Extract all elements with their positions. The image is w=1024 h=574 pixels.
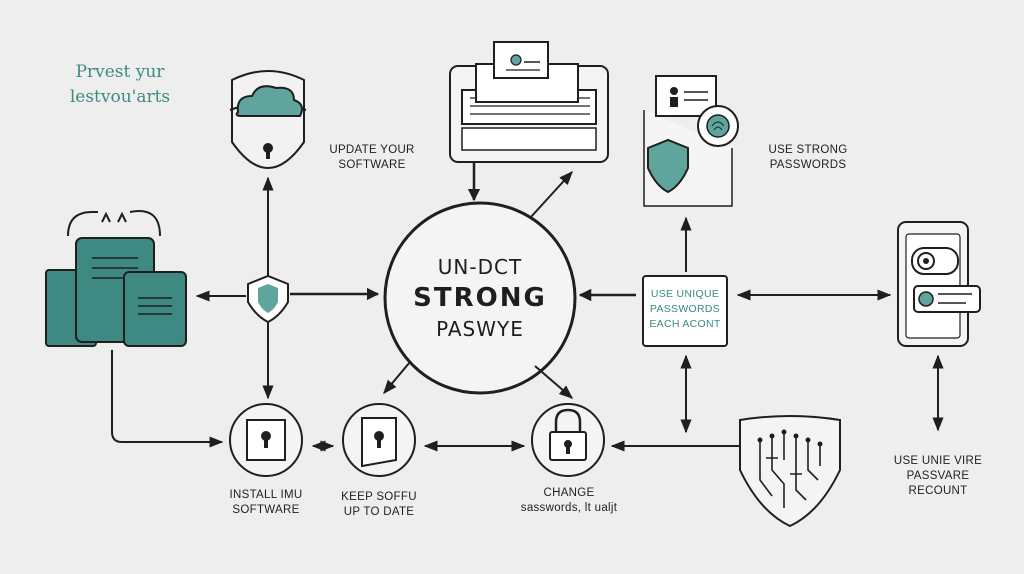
label-update-line-1: UPDATE YOUR	[329, 144, 415, 156]
circuit-shield-icon	[739, 415, 841, 528]
label-unique-line-1: USE UNIQUE	[650, 288, 720, 300]
hub-line-2: STRONG	[413, 283, 547, 313]
label-strong-line-1: USE STRONG	[768, 144, 848, 156]
hub-label: UN-DCT STRONG PASWYE	[385, 213, 575, 341]
label-change-line-2: sasswords, lt ualjt	[520, 502, 618, 514]
label-update-line-2: SOFTWARE	[338, 159, 406, 171]
label-unie-line-3: RECOUNT	[908, 485, 968, 497]
cloud-padlock-icon	[229, 70, 307, 170]
label-change-line-1: CHANGE	[543, 487, 595, 499]
label-update-software: UPDATE YOUR SOFTWARE	[312, 143, 432, 173]
unique-passwords-box	[642, 275, 728, 347]
keyhole-shield-circle-icon	[342, 403, 416, 477]
shield-icon	[247, 274, 289, 324]
hub-circle	[383, 201, 577, 395]
label-strong-line-2: PASSWORDS	[769, 159, 847, 171]
diagram-title: Prvest yur lestvou'arts	[40, 60, 200, 110]
label-install-line-2: SOFTWARE	[232, 504, 300, 516]
profile-shield-fingerprint-icon	[643, 75, 739, 207]
hub-line-3: PASWYE	[436, 317, 524, 341]
label-unique-line-3: EACH ACONT	[649, 318, 721, 330]
label-install-software: INSTALL IMU SOFTWARE	[206, 488, 326, 518]
keyhole-circle-icon	[229, 403, 303, 477]
label-unie-line-2: PASSVARE	[906, 470, 970, 482]
label-strong-passwords: USE STRONG PASSWORDS	[748, 143, 868, 173]
title-line-2: lestvou'arts	[69, 87, 171, 107]
connector-hub-to-profile	[529, 170, 573, 219]
phone-biometric-icon	[897, 221, 981, 347]
connector-hub-to-change	[534, 365, 574, 399]
laptop-document-icon	[449, 41, 609, 163]
connector-hub-to-keep	[383, 361, 411, 395]
label-keep-up-to-date: KEEP SOFFU UP TO DATE	[322, 490, 436, 520]
connectors	[111, 160, 944, 452]
hub-line-1: UN-DCT	[437, 255, 523, 279]
padlock-circle-icon	[531, 403, 605, 477]
label-keep-line-1: KEEP SOFFU	[341, 491, 417, 503]
label-unique-line-2: PASSWORDS	[649, 303, 721, 315]
connector-docs-to-install	[111, 350, 224, 448]
label-keep-line-2: UP TO DATE	[343, 506, 415, 518]
label-install-line-1: INSTALL IMU	[229, 489, 303, 501]
label-unique-passwords: USE UNIQUE PASSWORDS EACH ACONT	[643, 287, 727, 332]
label-change-passwords: CHANGE sasswords, lt ualjt	[494, 486, 644, 516]
label-unie-line-1: USE UNIE VIRE	[893, 455, 983, 467]
stacked-documents-icon	[45, 210, 187, 347]
label-use-unie-vire: USE UNIE VIRE PASSVARE RECOUNT	[878, 454, 998, 499]
title-line-1: Prvest yur	[75, 62, 165, 82]
